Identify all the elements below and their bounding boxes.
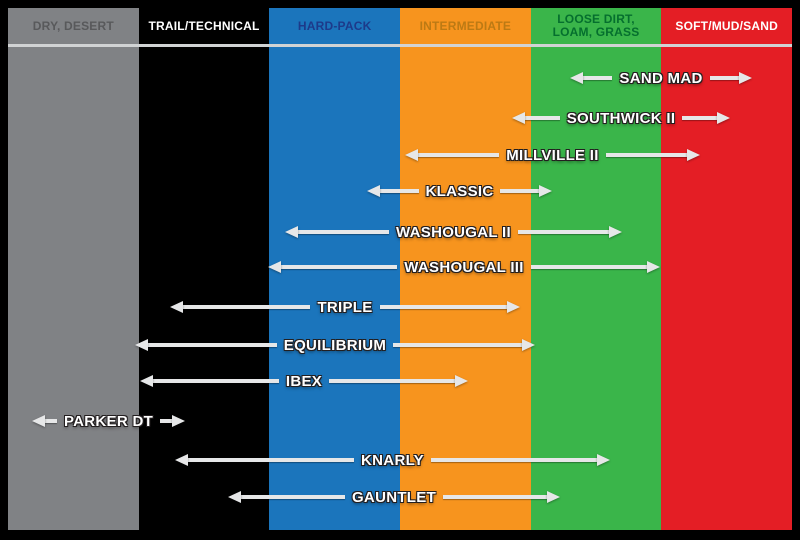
terrain-column-label: DRY, DESERT [32, 18, 114, 33]
arrowhead-left-icon [228, 491, 241, 503]
arrowhead-left-icon [405, 149, 418, 161]
terrain-column-5: SOFT/MUD/SAND [661, 8, 793, 530]
tire-range-arrow: PARKER DT [32, 411, 185, 431]
arrowhead-right-icon [717, 112, 730, 124]
arrow-shaft [443, 495, 547, 499]
tire-name-label: PARKER DT [63, 412, 154, 430]
tire-name-label: WASHOUGAL III [404, 258, 524, 276]
arrowhead-left-icon [285, 226, 298, 238]
arrowhead-right-icon [455, 375, 468, 387]
arrow-shaft [418, 153, 500, 157]
tire-name-label: WASHOUGAL II [396, 223, 511, 241]
arrowhead-left-icon [170, 301, 183, 313]
tire-range-arrow: WASHOUGAL III [268, 257, 660, 277]
header-divider [8, 44, 792, 47]
terrain-column-label: TRAIL/TECHNICAL [148, 18, 260, 33]
arrowhead-right-icon [539, 185, 552, 197]
tire-range-arrow: EQUILIBRIUM [135, 335, 535, 355]
arrowhead-left-icon [140, 375, 153, 387]
tire-range-arrow: TRIPLE [170, 297, 521, 317]
tire-range-arrow: KLASSIC [367, 181, 552, 201]
arrowhead-right-icon [687, 149, 701, 161]
tire-name-label: SOUTHWICK II [566, 109, 676, 127]
tire-range-arrow: MILLVILLE II [405, 145, 701, 165]
arrow-shaft [160, 419, 172, 423]
arrowhead-left-icon [135, 339, 148, 351]
tire-range-arrow: IBEX [140, 371, 468, 391]
arrowhead-right-icon [172, 415, 185, 427]
arrowhead-right-icon [739, 72, 753, 84]
arrowhead-right-icon [647, 261, 660, 273]
arrowhead-left-icon [268, 261, 281, 273]
tire-range-arrow: KNARLY [175, 450, 611, 470]
tire-name-label: KLASSIC [425, 182, 494, 200]
arrow-shaft [393, 343, 522, 347]
arrowhead-left-icon [32, 415, 45, 427]
tire-arrows: SAND MAD SOUTHWICK II MILLVILLE II KLASSIC W… [8, 8, 792, 530]
arrow-shaft [518, 230, 609, 234]
tire-range-arrow: SOUTHWICK II [512, 108, 730, 128]
tire-name-label: KNARLY [361, 451, 424, 469]
arrow-shaft [153, 379, 279, 383]
arrowhead-right-icon [522, 339, 535, 351]
arrow-shaft [583, 76, 613, 80]
tire-terrain-chart: DRY, DESERT TRAIL/TECHNICAL HARD-PACK INTER… [8, 8, 793, 530]
arrow-shaft [709, 76, 740, 80]
terrain-column-2: HARD-PACK [269, 8, 401, 530]
arrowhead-left-icon [175, 454, 188, 466]
arrow-shaft [45, 419, 57, 423]
tire-name-label: GAUNTLET [351, 488, 437, 506]
terrain-column-0: DRY, DESERT [8, 8, 139, 530]
arrowhead-left-icon [367, 185, 380, 197]
arrowhead-left-icon [570, 72, 583, 84]
tire-range-arrow: WASHOUGAL II [285, 222, 622, 242]
arrow-shaft [148, 343, 277, 347]
arrow-shaft [188, 458, 355, 462]
arrow-shaft [281, 265, 398, 269]
arrowhead-right-icon [507, 301, 521, 313]
terrain-column-label: HARD-PACK [297, 18, 372, 33]
arrow-shaft [682, 116, 717, 120]
arrow-shaft [605, 153, 688, 157]
arrow-shaft [298, 230, 389, 234]
tire-range-arrow: GAUNTLET [228, 487, 560, 507]
terrain-column-4: LOOSE DIRT, LOAM, GRASS [530, 8, 662, 530]
tire-name-label: EQUILIBRIUM [283, 336, 387, 354]
terrain-column-3: INTERMEDIATE [400, 8, 531, 530]
arrow-shaft [500, 189, 539, 193]
arrow-shaft [241, 495, 345, 499]
arrowhead-right-icon [597, 454, 611, 466]
terrain-column-label: INTERMEDIATE [419, 18, 512, 33]
arrow-shaft [380, 189, 419, 193]
terrain-column-label: LOOSE DIRT, LOAM, GRASS [552, 12, 640, 39]
tire-name-label: MILLVILLE II [506, 146, 599, 164]
arrowhead-right-icon [609, 226, 622, 238]
arrowhead-right-icon [547, 491, 560, 503]
terrain-columns: DRY, DESERT TRAIL/TECHNICAL HARD-PACK INTER… [8, 8, 793, 530]
arrow-shaft [379, 305, 508, 309]
tire-name-label: IBEX [285, 372, 323, 390]
arrow-shaft [525, 116, 560, 120]
tire-name-label: SAND MAD [619, 69, 703, 87]
terrain-column-label: SOFT/MUD/SAND [675, 18, 778, 33]
tire-range-arrow: SAND MAD [570, 68, 753, 88]
arrow-shaft [183, 305, 311, 309]
arrowhead-left-icon [512, 112, 525, 124]
arrow-shaft [430, 458, 598, 462]
tire-name-label: TRIPLE [317, 298, 373, 316]
arrow-shaft [530, 265, 647, 269]
terrain-column-1: TRAIL/TECHNICAL [138, 8, 270, 530]
arrow-shaft [329, 379, 455, 383]
